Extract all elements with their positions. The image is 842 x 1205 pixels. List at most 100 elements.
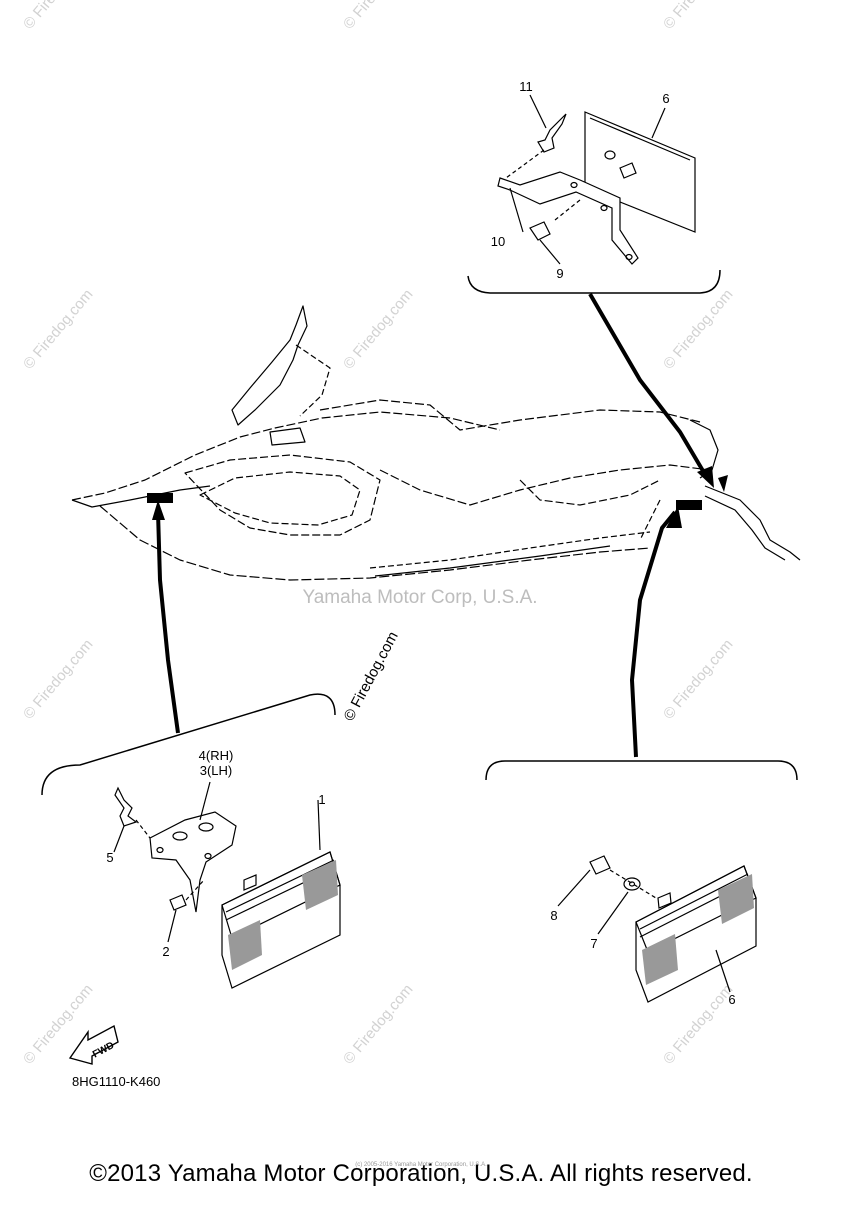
bracket-3-4 xyxy=(149,811,237,913)
reflector-6-face xyxy=(635,865,757,953)
firedog-watermark: © Firedog.com xyxy=(20,286,96,372)
firedog-watermark: © Firedog.com xyxy=(660,981,736,1067)
nut-9 xyxy=(529,221,551,241)
top-detail-frame xyxy=(467,269,721,294)
leader xyxy=(554,199,581,221)
top-detail xyxy=(497,94,696,265)
bracket-10 xyxy=(497,171,639,265)
bracket-hole xyxy=(156,846,164,854)
leader xyxy=(199,781,211,821)
reflector-1-edge xyxy=(225,859,335,913)
bracket-hole xyxy=(600,204,608,212)
callout-4rh: 4(RH) xyxy=(199,748,234,763)
callout-7: 7 xyxy=(590,936,597,951)
rivet-5 xyxy=(114,786,138,827)
bracket-hole xyxy=(625,253,633,261)
leader xyxy=(317,799,321,851)
washer-7 xyxy=(623,877,641,891)
firedog-watermark: © Firedog.com xyxy=(340,286,416,372)
leader xyxy=(167,909,177,943)
handle-mount xyxy=(269,427,306,446)
bracket-hole xyxy=(204,852,212,860)
nut-2 xyxy=(169,894,187,911)
leader xyxy=(539,239,561,265)
arrow-head-top xyxy=(697,466,714,488)
callout-6-top: 6 xyxy=(662,91,669,106)
firedog-watermark: © Firedog.com xyxy=(340,981,416,1067)
reflector-stud xyxy=(243,874,257,891)
firedog-watermark-dark: © Firedog.com xyxy=(341,629,402,724)
right-detail-frame xyxy=(485,760,798,781)
reflector-1-prism xyxy=(302,860,338,910)
leader xyxy=(113,825,125,853)
windshield-frame xyxy=(295,344,331,417)
reflector-6-edge xyxy=(639,873,749,930)
callout-3lh: 3(LH) xyxy=(200,763,233,778)
firedog-watermark: © Firedog.com xyxy=(20,636,96,722)
leader xyxy=(557,869,591,907)
copyright-notice: ©2013 Yamaha Motor Corporation, U.S.A. A… xyxy=(89,1160,753,1187)
leader xyxy=(715,949,731,993)
leader xyxy=(651,107,666,139)
leader xyxy=(529,94,547,129)
left-detail-frame xyxy=(41,693,336,796)
left-detail xyxy=(113,781,341,989)
snow-flap-lower xyxy=(704,495,786,561)
arrow-front xyxy=(156,511,180,734)
small-print: (c) 2005-2016 Yamaha Motor Corporation, … xyxy=(355,1162,487,1168)
reflector-plate-edge xyxy=(589,117,691,161)
part-code: 8HG1110-K460 xyxy=(72,1074,161,1089)
callout-1: 1 xyxy=(318,792,325,807)
fwd-arrow-icon: FWD xyxy=(68,1024,119,1065)
front-reflector-marker xyxy=(147,493,173,503)
leader xyxy=(135,819,151,839)
washer-hole xyxy=(628,881,636,887)
rear-reflector-marker xyxy=(676,500,702,510)
arrow-rear xyxy=(629,510,677,758)
callout-6-bottom: 6 xyxy=(728,992,735,1007)
side-panel-inner xyxy=(199,471,361,526)
leader xyxy=(505,149,545,179)
firedog-watermark: © Firedog.com xyxy=(660,636,736,722)
running-board xyxy=(369,531,651,569)
arrow-top xyxy=(588,292,708,478)
firedog-watermark: © Firedog.com xyxy=(340,0,416,33)
hood-top-line xyxy=(71,411,501,501)
tail-reflector-marker xyxy=(718,475,728,492)
detail-frames xyxy=(41,269,798,796)
nose-tip xyxy=(71,485,211,508)
plate-stud xyxy=(619,162,637,179)
leader xyxy=(185,879,205,901)
callout-8: 8 xyxy=(550,908,557,923)
firedog-watermark: © Firedog.com xyxy=(660,286,736,372)
callout-5: 5 xyxy=(106,850,113,865)
callout-9: 9 xyxy=(556,266,563,281)
bracket-slot xyxy=(198,822,214,832)
callout-2: 2 xyxy=(162,944,169,959)
reflector-plate-6 xyxy=(584,111,696,233)
arrow-heads xyxy=(152,466,714,528)
callout-11: 11 xyxy=(519,79,533,94)
arrow-head-front xyxy=(152,500,165,520)
bracket-slot xyxy=(172,831,188,841)
leader xyxy=(597,891,629,935)
side-panel xyxy=(184,454,381,536)
right-detail xyxy=(557,855,757,1003)
pointer-arrows xyxy=(156,292,708,758)
center-watermark: Yamaha Motor Corp, U.S.A. xyxy=(302,587,537,608)
reflector-6-prism xyxy=(718,874,754,924)
seat-side xyxy=(379,464,711,506)
bracket-hole xyxy=(570,181,578,189)
running-board-edge xyxy=(374,545,611,577)
rivet-11 xyxy=(537,113,567,153)
plate-stud-hole xyxy=(604,150,616,160)
reflector-6-prism xyxy=(642,934,678,985)
snowmobile-outline xyxy=(71,305,801,581)
nut-8 xyxy=(589,855,611,875)
arrow-head-rear xyxy=(666,506,682,528)
reflector-stud xyxy=(657,892,672,909)
seat-top xyxy=(319,399,701,431)
snow-flap xyxy=(704,485,801,561)
